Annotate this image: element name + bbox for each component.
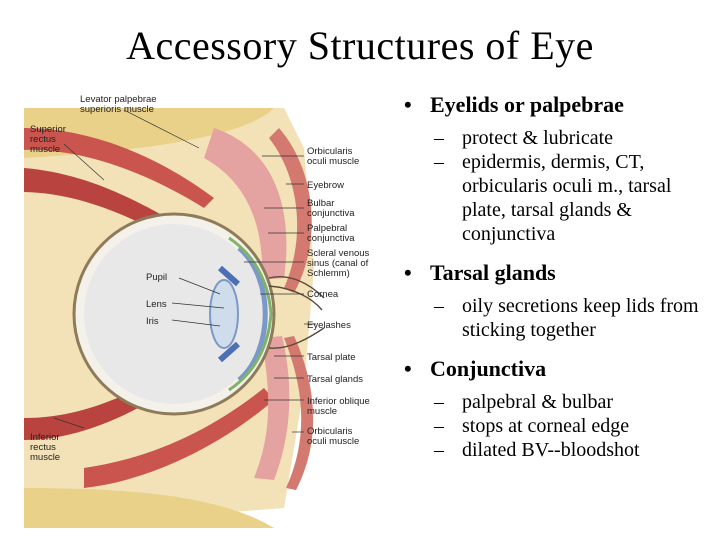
sub-item: stops at corneal edge — [434, 414, 716, 438]
label-tarsal-plate: Tarsal plate — [307, 352, 356, 363]
label-eyelashes: Eyelashes — [307, 320, 351, 331]
label-lens: Lens — [146, 299, 167, 310]
vitreous-body — [84, 224, 264, 404]
label-superior-1: Superior — [30, 124, 66, 135]
sublist-conjunctiva: palpebral & bulbar stops at corneal edge… — [434, 390, 716, 462]
label-inferior-oblique-2: muscle — [307, 406, 337, 417]
label-inferior-1: Inferior — [30, 432, 60, 443]
label-orbicularis-1: Orbicularis — [307, 146, 353, 157]
label-pupil: Pupil — [146, 272, 167, 283]
lower-eyelid — [254, 336, 290, 480]
conjunctiva — [228, 236, 273, 392]
orbicularis-lower — [284, 336, 314, 490]
label-iris: Iris — [146, 316, 159, 327]
eye-diagram: Levator palpebrae superioris muscle Supe… — [24, 88, 392, 536]
label-inferior-2: rectus — [30, 442, 56, 453]
label-palpebral-1: Palpebral — [307, 223, 347, 234]
label-tarsal-glands: Tarsal glands — [307, 374, 363, 385]
sub-item: palpebral & bulbar — [434, 390, 716, 414]
label-scleral-1: Scleral venous — [307, 248, 370, 259]
label-inferior-3: muscle — [30, 452, 60, 463]
bullet-conjunctiva: Conjunctiva — [404, 356, 716, 382]
orbicularis-upper — [269, 128, 312, 293]
sub-item: dilated BV--bloodshot — [434, 438, 716, 462]
label-palpebral-2: conjunctiva — [307, 233, 355, 244]
leader-lines — [53, 109, 316, 433]
label-superior-2: rectus — [30, 134, 56, 145]
bullet-eyelids: Eyelids or palpebrae — [404, 92, 716, 118]
upper-eyelid — [204, 128, 287, 280]
labels-right: Orbicularis oculi muscle Eyebrow Bulbar … — [307, 146, 370, 447]
sub-item: protect & lubricate — [434, 126, 716, 150]
lens — [209, 279, 239, 349]
sub-item: oily secretions keep lids from sticking … — [434, 294, 716, 342]
label-bulbar-2: conjunctiva — [307, 208, 355, 219]
label-levator-1: Levator palpebrae — [80, 94, 157, 105]
label-inferior-oblique-1: Inferior oblique — [307, 396, 370, 407]
label-scleral-3: Schlemm) — [307, 268, 350, 279]
bullet-list: Eyelids or palpebrae protect & lubricate… — [404, 92, 716, 476]
label-superior-3: muscle — [30, 144, 60, 155]
levator-muscle — [24, 128, 214, 208]
orbital-bone-bottom — [24, 488, 274, 528]
iris — [218, 265, 240, 363]
label-scleral-2: sinus (canal of — [307, 258, 369, 269]
label-cornea: Cornea — [307, 289, 339, 300]
label-orbicularis-lower-2: oculi muscle — [307, 436, 359, 447]
labels-left: Levator palpebrae superioris muscle Supe… — [30, 94, 167, 463]
label-eyebrow: Eyebrow — [307, 180, 344, 191]
label-orbicularis-2: oculi muscle — [307, 156, 359, 167]
inferior-oblique-muscle — [84, 388, 274, 488]
sublist-tarsal-glands: oily secretions keep lids from sticking … — [434, 294, 716, 342]
label-orbicularis-lower-1: Orbicularis — [307, 426, 353, 437]
slide-title: Accessory Structures of Eye — [126, 23, 594, 68]
sublist-eyelids: protect & lubricate epidermis, dermis, C… — [434, 126, 716, 246]
sub-item: epidermis, dermis, CT, orbicularis oculi… — [434, 150, 716, 246]
eye-anatomy-figure: Levator palpebrae superioris muscle Supe… — [24, 88, 392, 536]
bullet-tarsal-glands: Tarsal glands — [404, 260, 716, 286]
label-bulbar-1: Bulbar — [307, 198, 334, 209]
label-levator-2: superioris muscle — [80, 104, 154, 115]
cornea — [237, 246, 268, 382]
